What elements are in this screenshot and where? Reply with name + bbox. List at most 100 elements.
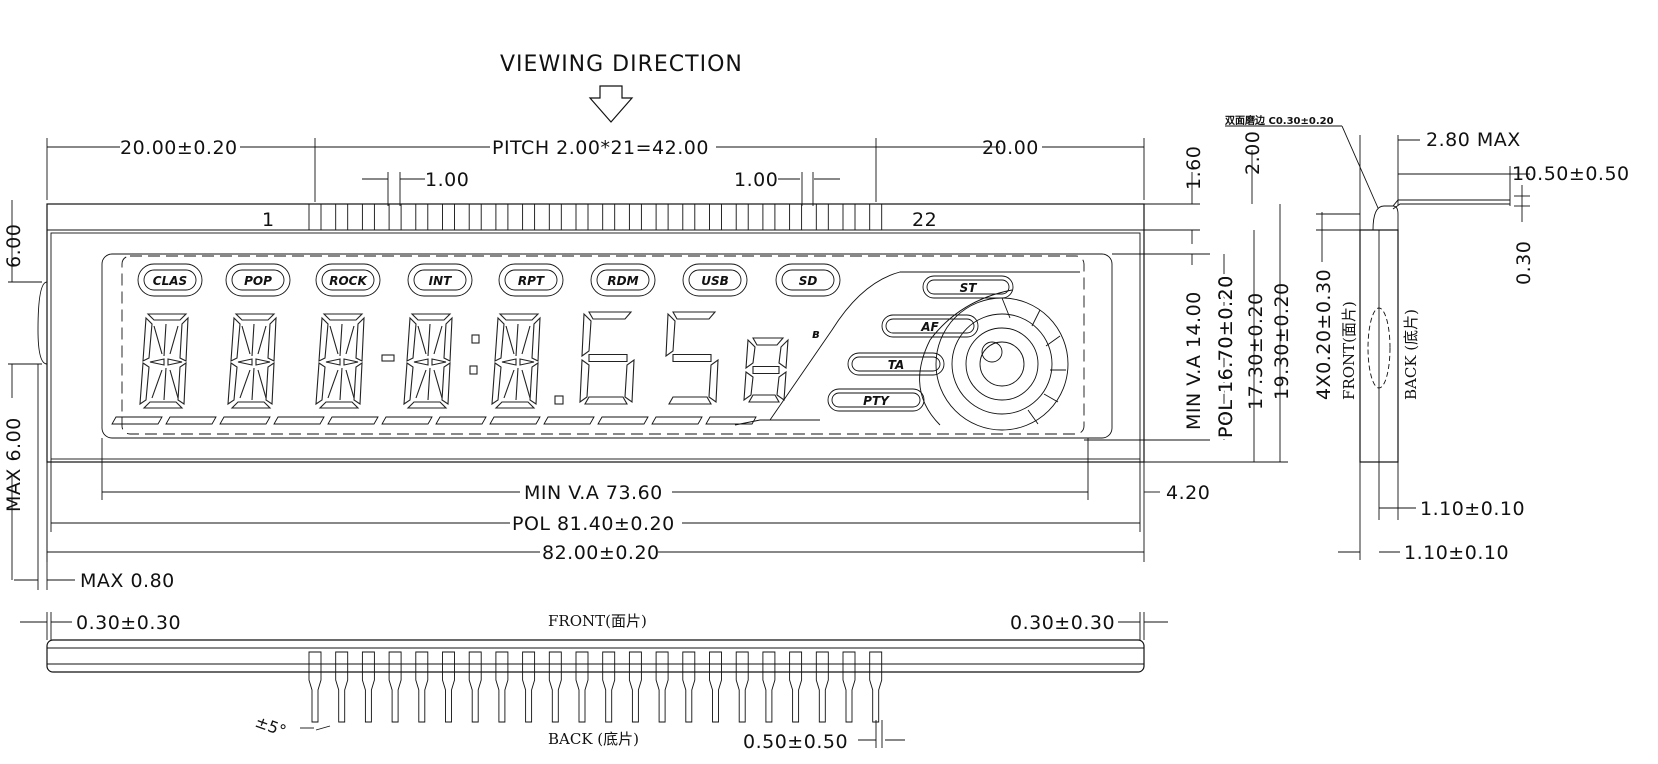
digit-14seg xyxy=(491,313,541,409)
bottom-pin xyxy=(789,651,803,723)
bottom-pin xyxy=(468,651,482,723)
pin-label-last: 22 xyxy=(912,209,937,231)
side-view: 2.80 MAX 10.50±0.50 0.30 双面磨边 C0.30±0.20… xyxy=(1225,114,1629,564)
dim-max-6-00: MAX 6.00 xyxy=(3,417,25,512)
icon-pill-label: ST xyxy=(960,281,978,295)
icon-pill-label: TA xyxy=(888,358,905,372)
dim-pol-16-70-text: POL 16.70±0.20 xyxy=(1215,275,1237,438)
dim-1-60: 1.60 xyxy=(1183,146,1205,190)
dim-6-00-top: 6.00 xyxy=(3,224,25,268)
bottom-angle-label: ±5° xyxy=(253,712,289,741)
icon-pill-clas: CLAS xyxy=(137,263,203,297)
left-dimensions: 6.00 MAX 6.00 MAX 0.80 xyxy=(3,200,174,592)
digit-14seg xyxy=(139,313,189,409)
top-pin xyxy=(522,203,536,231)
bottom-pin xyxy=(388,651,402,723)
underline-bar xyxy=(705,416,757,425)
icon-pill-label: POP xyxy=(244,274,272,288)
icon-pill-label: INT xyxy=(429,274,453,288)
bottom-right-0-30: 0.30±0.30 xyxy=(1010,612,1115,634)
top-pin xyxy=(495,203,509,231)
underline-bar xyxy=(273,416,325,425)
top-pin xyxy=(575,203,589,231)
underline-bar xyxy=(111,416,163,425)
icon-pill-label: RDM xyxy=(607,274,638,288)
side-max-2-80: 2.80 MAX xyxy=(1426,129,1521,151)
dim-pin-width-left: 1.00 xyxy=(425,169,469,191)
icon-pill-af: AF xyxy=(881,314,979,338)
viewing-direction-label: VIEWING DIRECTION xyxy=(500,52,743,77)
underline-bar xyxy=(489,416,541,425)
bottom-pin xyxy=(842,651,856,723)
top-pin xyxy=(602,203,616,231)
icon-pill-rock: ROCK xyxy=(315,263,381,297)
digit-14seg xyxy=(403,313,453,409)
bottom-pin xyxy=(308,651,322,723)
bottom-pin xyxy=(762,651,776,723)
top-dimensions: 20.00±0.20 PITCH 2.00*21=42.00 20.00 1.0… xyxy=(46,137,1145,231)
icon-pill-int: INT xyxy=(407,263,473,297)
digit-7seg xyxy=(665,311,719,405)
underline-bar xyxy=(327,416,379,425)
dim-min-va-73-60: MIN V.A 73.60 xyxy=(524,482,663,504)
digit-14seg xyxy=(315,313,365,409)
bottom-back-label: BACK (底片) xyxy=(548,730,639,748)
dim-2-00: 2.00 xyxy=(1242,131,1264,175)
top-pin xyxy=(442,203,455,231)
bottom-pin xyxy=(335,651,349,723)
dim-4-20: 4.20 xyxy=(1166,482,1210,504)
dim-pitch: PITCH 2.00*21=42.00 xyxy=(492,137,709,159)
bottom-pin xyxy=(602,651,616,723)
decimal-point xyxy=(554,395,564,405)
icon-pill-label: ROCK xyxy=(329,274,368,288)
bottom-pin xyxy=(442,651,455,723)
bottom-pin xyxy=(815,651,829,723)
underline-bar xyxy=(381,416,433,425)
bottom-view: 0.30±0.30 0.30±0.30 FRONT(面片) BACK (底片) … xyxy=(20,612,1168,753)
bottom-pin xyxy=(522,651,536,723)
dim-min-va-14: MIN V.A 14.00 xyxy=(1183,291,1205,430)
top-pin xyxy=(361,203,375,231)
icon-pill-ta: TA xyxy=(847,352,945,376)
icon-pill-label: PTY xyxy=(863,394,890,408)
icon-pill-label: RPT xyxy=(518,274,545,288)
digit-14seg xyxy=(227,313,277,409)
icon-pill-pop: POP xyxy=(225,263,291,297)
top-pin xyxy=(415,203,429,231)
top-pin xyxy=(815,203,829,231)
segment-digits xyxy=(139,311,789,409)
bottom-pin xyxy=(575,651,589,723)
bottom-left-0-30: 0.30±0.30 xyxy=(76,612,181,634)
underline-bar xyxy=(219,416,271,425)
bottom-dimensions: MIN V.A 73.60 POL 81.40±0.20 82.00±0.20 xyxy=(46,438,1145,564)
icon-pill-label: CLAS xyxy=(153,274,187,288)
top-pin xyxy=(335,203,349,231)
icon-pill-rdm: RDM xyxy=(590,263,656,297)
dim-19-30: 19.30±0.20 xyxy=(1271,282,1293,400)
top-pin xyxy=(468,203,482,231)
icon-pill-usb: USB xyxy=(682,263,748,297)
dim-left-margin: 20.00±0.20 xyxy=(120,137,238,159)
top-pin xyxy=(548,203,562,231)
pin-label-first: 1 xyxy=(262,209,275,231)
top-pin xyxy=(388,203,402,231)
dim-right-margin: 20.00 xyxy=(982,137,1039,159)
icon-pill-label: SD xyxy=(799,274,818,288)
bottom-pins xyxy=(308,651,883,723)
underline-bar xyxy=(435,416,487,425)
bottom-front-label: FRONT(面片) xyxy=(548,612,647,630)
side-front-label: FRONT(面片) xyxy=(1340,301,1358,400)
lcd-panel-outline xyxy=(37,203,1145,463)
top-pin xyxy=(709,203,722,231)
side-1-10-b: 1.10±0.10 xyxy=(1404,542,1509,564)
top-pin xyxy=(735,203,749,231)
bottom-pin xyxy=(682,651,696,723)
bottom-pin xyxy=(735,651,749,723)
side-back-label: BACK (底片) xyxy=(1402,309,1420,400)
digit-7seg xyxy=(743,337,789,403)
bottom-pin xyxy=(361,651,375,723)
dim-pol-16-70: POL 16.70±0.20 xyxy=(1215,275,1237,438)
colon-dot xyxy=(469,365,478,375)
icon-pill-pty: PTY xyxy=(827,388,925,412)
